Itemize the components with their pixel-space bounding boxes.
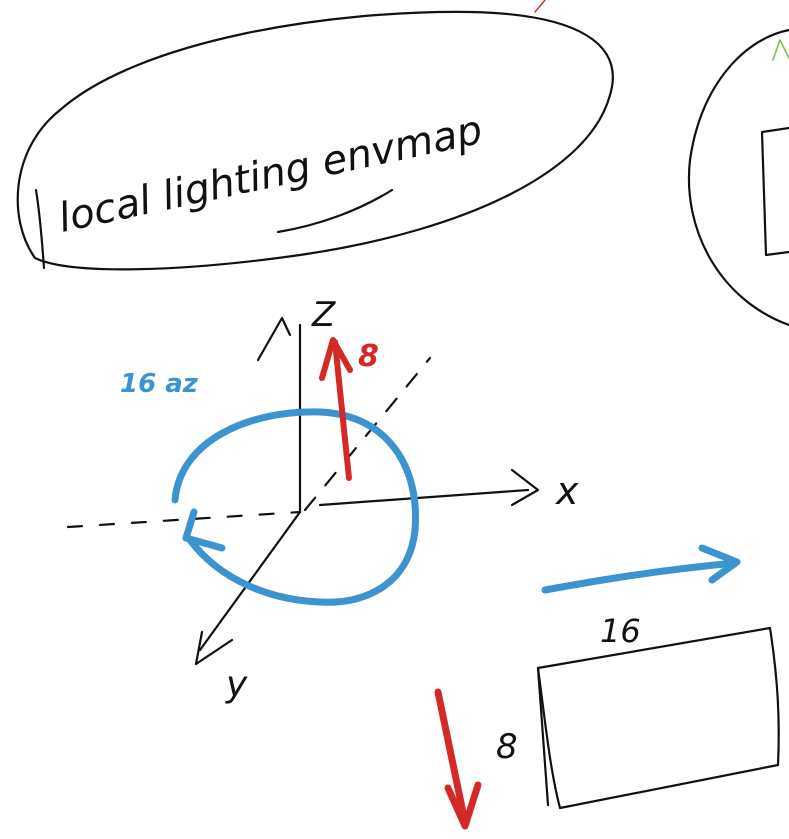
x-axis-label: x <box>555 469 579 513</box>
z-axis-label: Z <box>311 295 336 335</box>
x-axis <box>318 488 530 507</box>
red-down-arrow <box>434 688 482 830</box>
axes <box>66 316 540 666</box>
red-arrow-label: 8 <box>358 339 379 374</box>
y-axis-label: y <box>225 664 248 705</box>
blue-right-arrow <box>541 544 741 594</box>
blue-circle-label: 16 az <box>120 369 199 399</box>
top-right-sketch <box>534 0 789 327</box>
red-up-arrow <box>319 337 353 481</box>
rect-width-label: 16 <box>600 612 641 650</box>
y-axis <box>198 510 302 652</box>
title-note: local lighting envmap <box>55 107 487 242</box>
blue-rotation-circle <box>171 408 420 606</box>
title-oval <box>16 10 614 271</box>
rect-height-label: 8 <box>496 727 518 767</box>
rectangle-sketch <box>536 626 780 810</box>
